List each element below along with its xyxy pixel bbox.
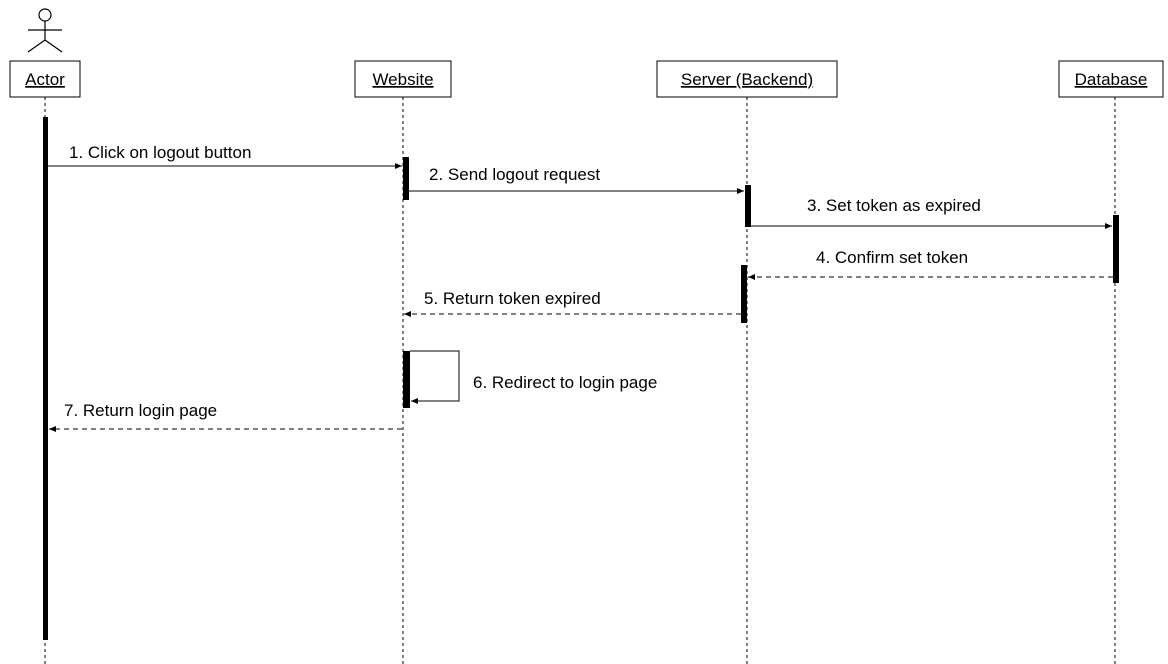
message-4-label: 4. Confirm set token [816,248,968,267]
message-7: 7. Return login page [49,401,402,432]
message-5-label: 5. Return token expired [424,289,601,308]
message-1-label: 1. Click on logout button [69,143,251,162]
message-2-label: 2. Send logout request [429,165,600,184]
participant-database-label: Database [1075,70,1148,89]
website-activation-bar-2 [403,351,410,408]
message-4: 4. Confirm set token [748,248,1113,280]
participant-server: Server (Backend) [656,60,838,98]
message-1: 1. Click on logout button [48,143,402,169]
participant-website-label: Website [372,70,433,89]
server-activation-bar-1 [745,185,751,227]
message-6: 6. Redirect to login page [410,350,657,404]
message-3-label: 3. Set token as expired [807,196,981,215]
participant-website: Website [354,60,452,98]
participant-database: Database [1058,60,1164,98]
actor-figure-icon [27,8,63,53]
message-2: 2. Send logout request [409,165,744,194]
server-activation-bar-2 [741,265,747,323]
message-3: 3. Set token as expired [751,196,1112,229]
message-7-label: 7. Return login page [64,401,217,420]
participant-actor-label: Actor [25,70,65,89]
website-activation-bar-1 [403,157,409,200]
actor-activation-bar [43,117,48,640]
participant-server-label: Server (Backend) [681,70,813,89]
message-6-label: 6. Redirect to login page [473,373,657,392]
message-5: 5. Return token expired [404,289,741,317]
database-activation-bar [1113,215,1119,283]
participant-actor: Actor [9,60,81,98]
